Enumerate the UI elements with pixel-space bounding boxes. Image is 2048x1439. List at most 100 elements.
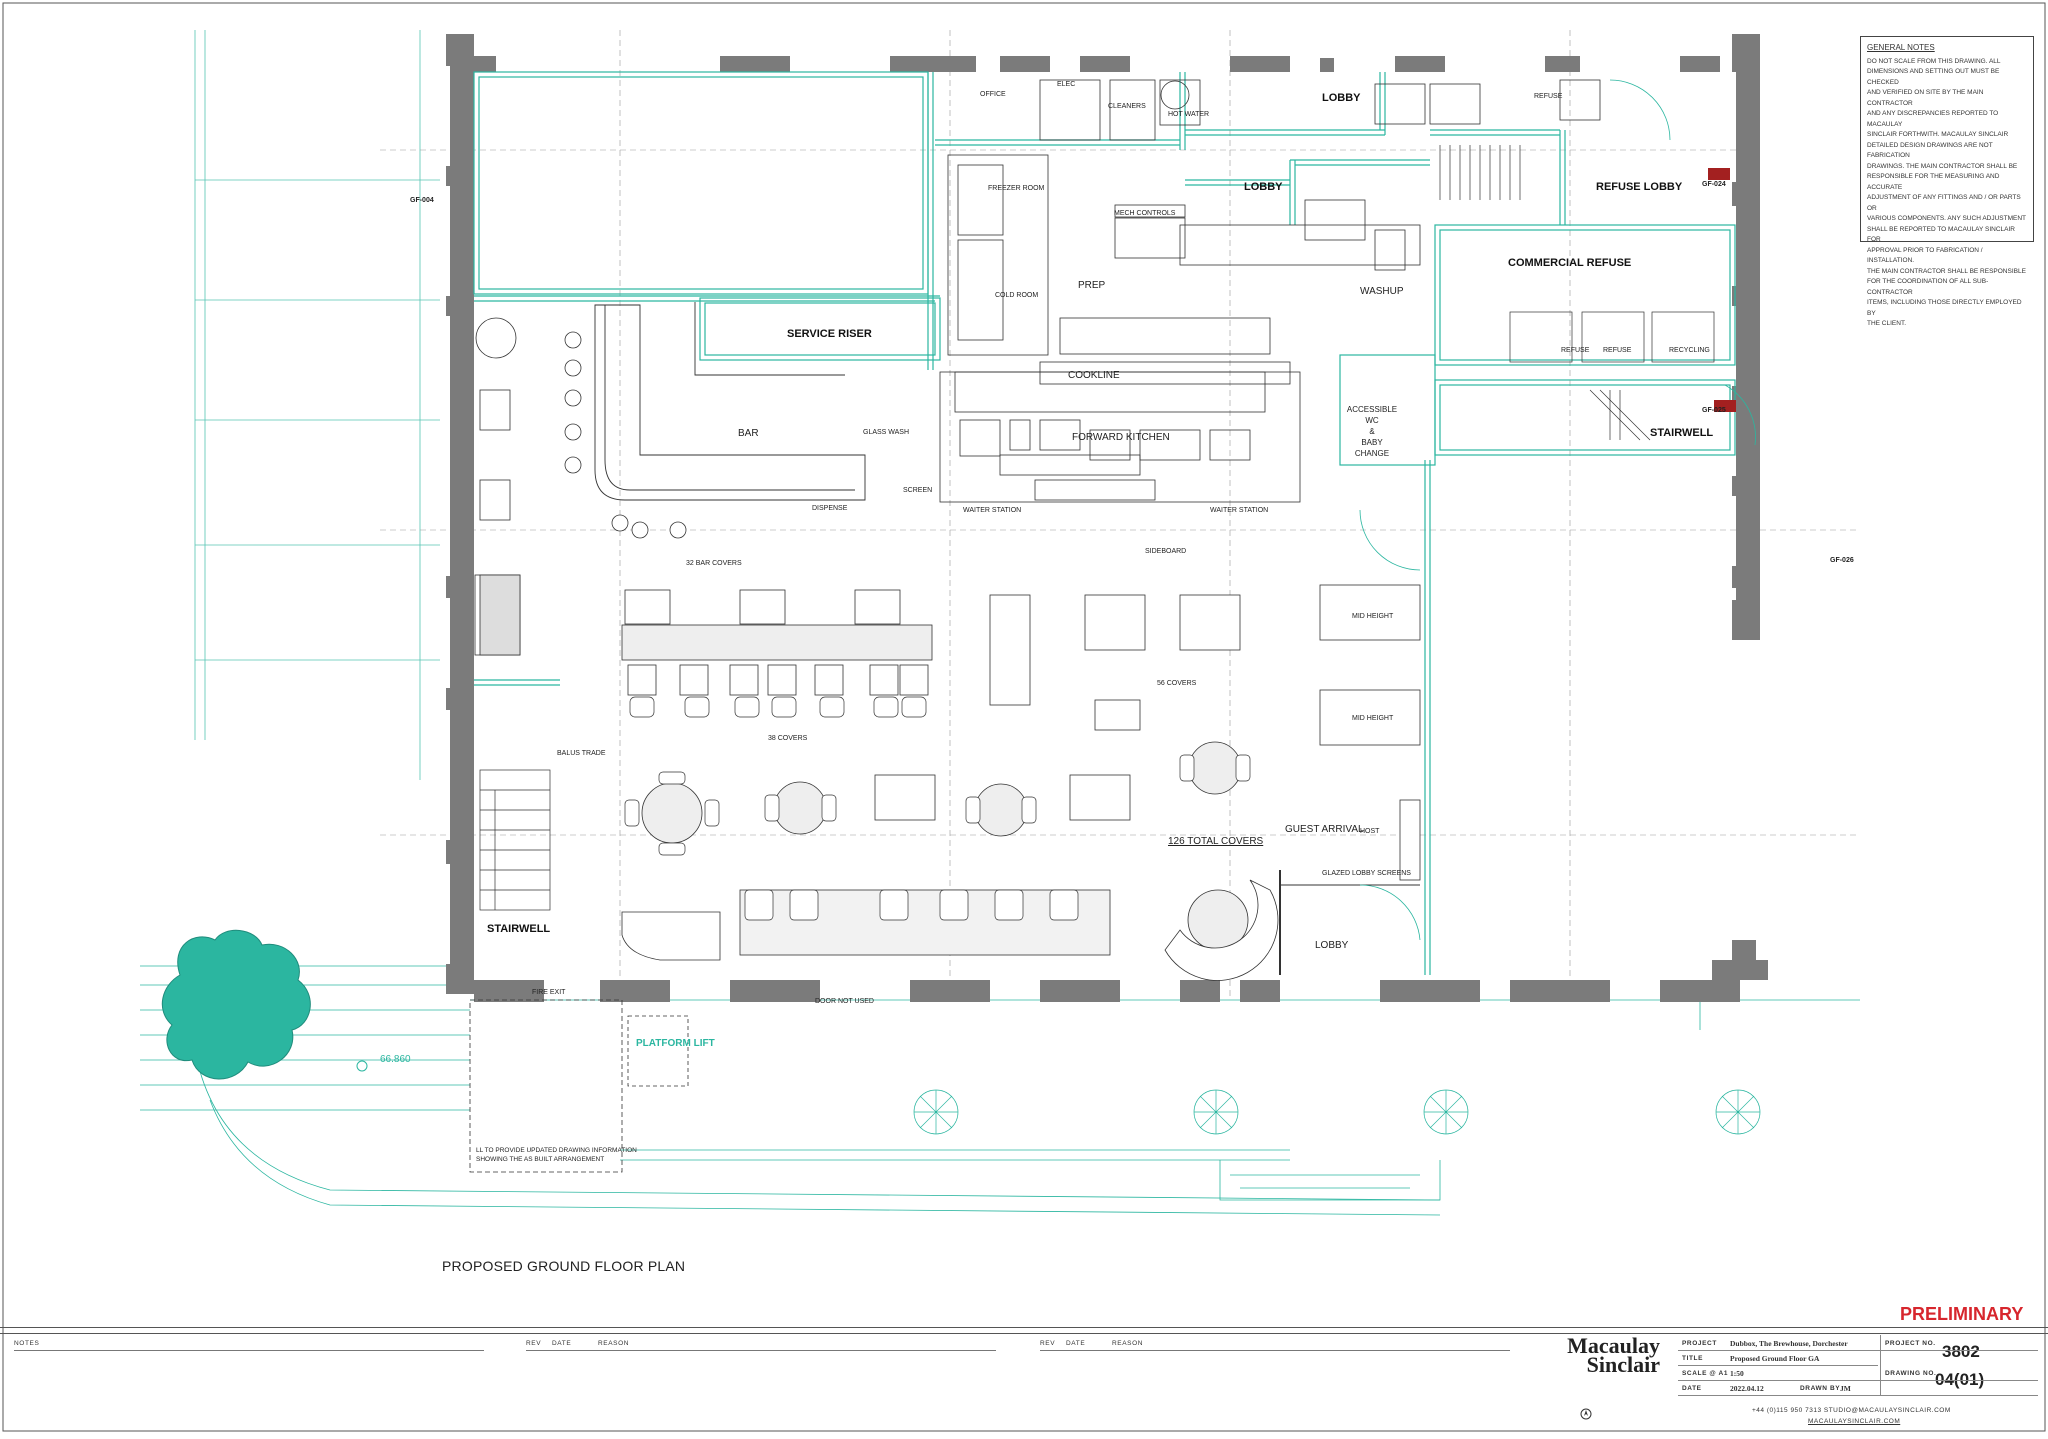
tb-reason-2: REASON [1112, 1340, 1144, 1347]
label-glazed-lobby-screens: GLAZED LOBBY SCREENS [1322, 870, 1411, 877]
label-waiter-station-2: WAITER STATION [1210, 507, 1268, 514]
tb-notes-label: NOTES [14, 1340, 40, 1347]
label-guest-arrival: GUEST ARRIVAL [1285, 824, 1364, 835]
window-seating [474, 317, 687, 656]
label-refuse-bin-2: REFUSE [1603, 347, 1632, 354]
tb-drawn-key: DRAWN BY [1800, 1385, 1841, 1392]
tb-rule [1040, 1350, 1510, 1351]
label-glass-wash: GLASS WASH [863, 429, 909, 436]
room-labels: OFFICE ELEC CLEANERS HOT WATER REFUSE ME… [532, 81, 1710, 1005]
label-elec: ELEC [1057, 81, 1075, 88]
label-stairwell-left: STAIRWELL [487, 923, 550, 935]
label-waiter-station-1: WAITER STATION [963, 507, 1021, 514]
tb-drawing-no-key: DRAWING NO. [1885, 1370, 1937, 1377]
label-sideboard: SIDEBOARD [1145, 548, 1186, 555]
tb-rule [1880, 1335, 1881, 1395]
label-prep: PREP [1078, 280, 1106, 291]
curved-banquette [621, 911, 721, 961]
label-washup: WASHUP [1360, 286, 1404, 297]
general-notes-line: DRAWINGS. THE MAIN CONTRACTOR SHALL BE [1867, 162, 2018, 170]
tb-rule [526, 1350, 996, 1351]
tb-rev-1: REV [526, 1340, 542, 1347]
label-freezer-room: FREEZER ROOM [988, 185, 1045, 192]
ll-note-group: LL TO PROVIDE UPDATED DRAWING INFORMATIO… [476, 1147, 637, 1163]
label-lobby-top: LOBBY [1322, 92, 1361, 104]
grid-lines [380, 30, 1860, 1000]
label-dispense: DISPENSE [812, 505, 848, 512]
label-total-covers: 126 TOTAL COVERS [1168, 836, 1264, 847]
label-bar: BAR [738, 428, 759, 439]
label-cold-room: COLD ROOM [995, 292, 1038, 299]
left-stair [479, 769, 551, 911]
company-logo: Macaulay Sinclair [1558, 1335, 1660, 1377]
fire-exit-sign [1708, 168, 1730, 180]
general-notes-line: APPROVAL PRIOR TO FABRICATION / INSTALLA… [1867, 246, 1983, 265]
fire-exit-sign [1714, 400, 1736, 412]
label-refuse-bin-1: REFUSE [1561, 347, 1590, 354]
tb-drawing-no-value: 04(01) [1935, 1370, 1985, 1389]
label-lobby-entrance: LOBBY [1315, 940, 1349, 951]
round-tables [641, 741, 1249, 951]
tb-project-key: PROJECT [1682, 1340, 1717, 1347]
tb-title-value: Proposed Ground Floor GA [1730, 1354, 1820, 1363]
general-notes-heading: GENERAL NOTES [1867, 43, 1935, 52]
label-refuse-top: REFUSE [1534, 93, 1563, 100]
label-host: HOST [1360, 828, 1380, 835]
level-marker: 66.860 [356, 1054, 411, 1072]
tb-project-no-key: PROJECT NO. [1885, 1340, 1936, 1347]
level-value: 66.860 [380, 1054, 411, 1065]
label-platform-lift: PLATFORM LIFT [636, 1038, 715, 1049]
general-notes: GENERAL NOTES DO NOT SCALE FROM THIS DRA… [1860, 36, 2034, 327]
label-hot-water: HOT WATER [1168, 111, 1209, 118]
right-stair [1439, 145, 1651, 441]
tb-title-key: TITLE [1682, 1355, 1704, 1362]
tb-date-2: DATE [1066, 1340, 1086, 1347]
tb-rev-2: REV [1040, 1340, 1056, 1347]
general-notes-line: RESPONSIBLE FOR THE MEASURING AND ACCURA… [1867, 173, 2000, 191]
curved-banquette-right [1164, 879, 1279, 981]
tb-date-value: 2022.04.12 [1730, 1384, 1764, 1393]
kitchen-fittings [939, 79, 1601, 503]
masonry-walls [446, 34, 1768, 1002]
general-notes-line: AND VERIFIED ON SITE BY THE MAIN CONTRAC… [1867, 89, 1984, 107]
label-ll-note: LL TO PROVIDE UPDATED DRAWING INFORMATIO… [476, 1147, 637, 1163]
label-38-covers: 38 COVERS [768, 735, 808, 742]
tb-rule [1678, 1395, 2038, 1396]
label-refuse-lobby: REFUSE LOBBY [1596, 181, 1683, 193]
general-notes-line: SHALL BE REPORTED TO MACAULAY SINCLAIR F… [1867, 225, 2015, 244]
tb-reason-1: REASON [598, 1340, 630, 1347]
title-block-rule [0, 1333, 2048, 1334]
general-notes-line: DETAILED DESIGN DRAWINGS ARE NOT FABRICA… [1867, 141, 1993, 160]
landscaping [140, 965, 1860, 1216]
platform-lift-box [627, 1015, 689, 1087]
label-screen: SCREEN [903, 487, 932, 494]
context-lines-left [194, 30, 440, 780]
title-block-rule [0, 1327, 2048, 1328]
tb-scale-key: SCALE @ A1 [1682, 1370, 1729, 1377]
marker-gf-024: GF-024 [1702, 181, 1726, 188]
grid-markers: GF-004 GF-024 GF-025 GF-026 [410, 181, 1854, 564]
general-notes-line: ITEMS, INCLUDING THOSE DIRECTLY EMPLOYED… [1867, 299, 2022, 317]
general-notes-line: DO NOT SCALE FROM THIS DRAWING. ALL [1867, 57, 2001, 65]
label-mid-height-2: MID HEIGHT [1352, 715, 1394, 722]
bar-covers-row [621, 589, 933, 696]
label-commercial-refuse: COMMERCIAL REFUSE [1508, 257, 1631, 269]
tb-project-value: Dubbox, The Brewhouse, Dorchester [1730, 1339, 1848, 1348]
marker-gf-004: GF-004 [410, 197, 434, 204]
label-service-riser: SERVICE RISER [787, 328, 872, 340]
label-fire-exit: FIRE EXIT [532, 989, 566, 996]
tb-drawn-value: JM [1840, 1384, 1851, 1393]
general-notes-line: ADJUSTMENT OF ANY FITTINGS AND / OR PART… [1867, 194, 2021, 212]
logo-line-2: Sinclair [1586, 1352, 1660, 1377]
label-recycling-bin: RECYCLING [1669, 347, 1710, 354]
label-forward-kitchen: FORWARD KITCHEN [1072, 432, 1170, 443]
general-notes-line: DIMENSIONS AND SETTING OUT MUST BE CHECK… [1867, 68, 2000, 86]
tb-website[interactable]: MACAULAYSINCLAIR.COM [1808, 1418, 1901, 1425]
chairs [624, 696, 1251, 921]
label-balustrade: BALUS TRADE [557, 750, 606, 757]
dining-tables [739, 584, 1421, 956]
label-mid-height-1: MID HEIGHT [1352, 613, 1394, 620]
